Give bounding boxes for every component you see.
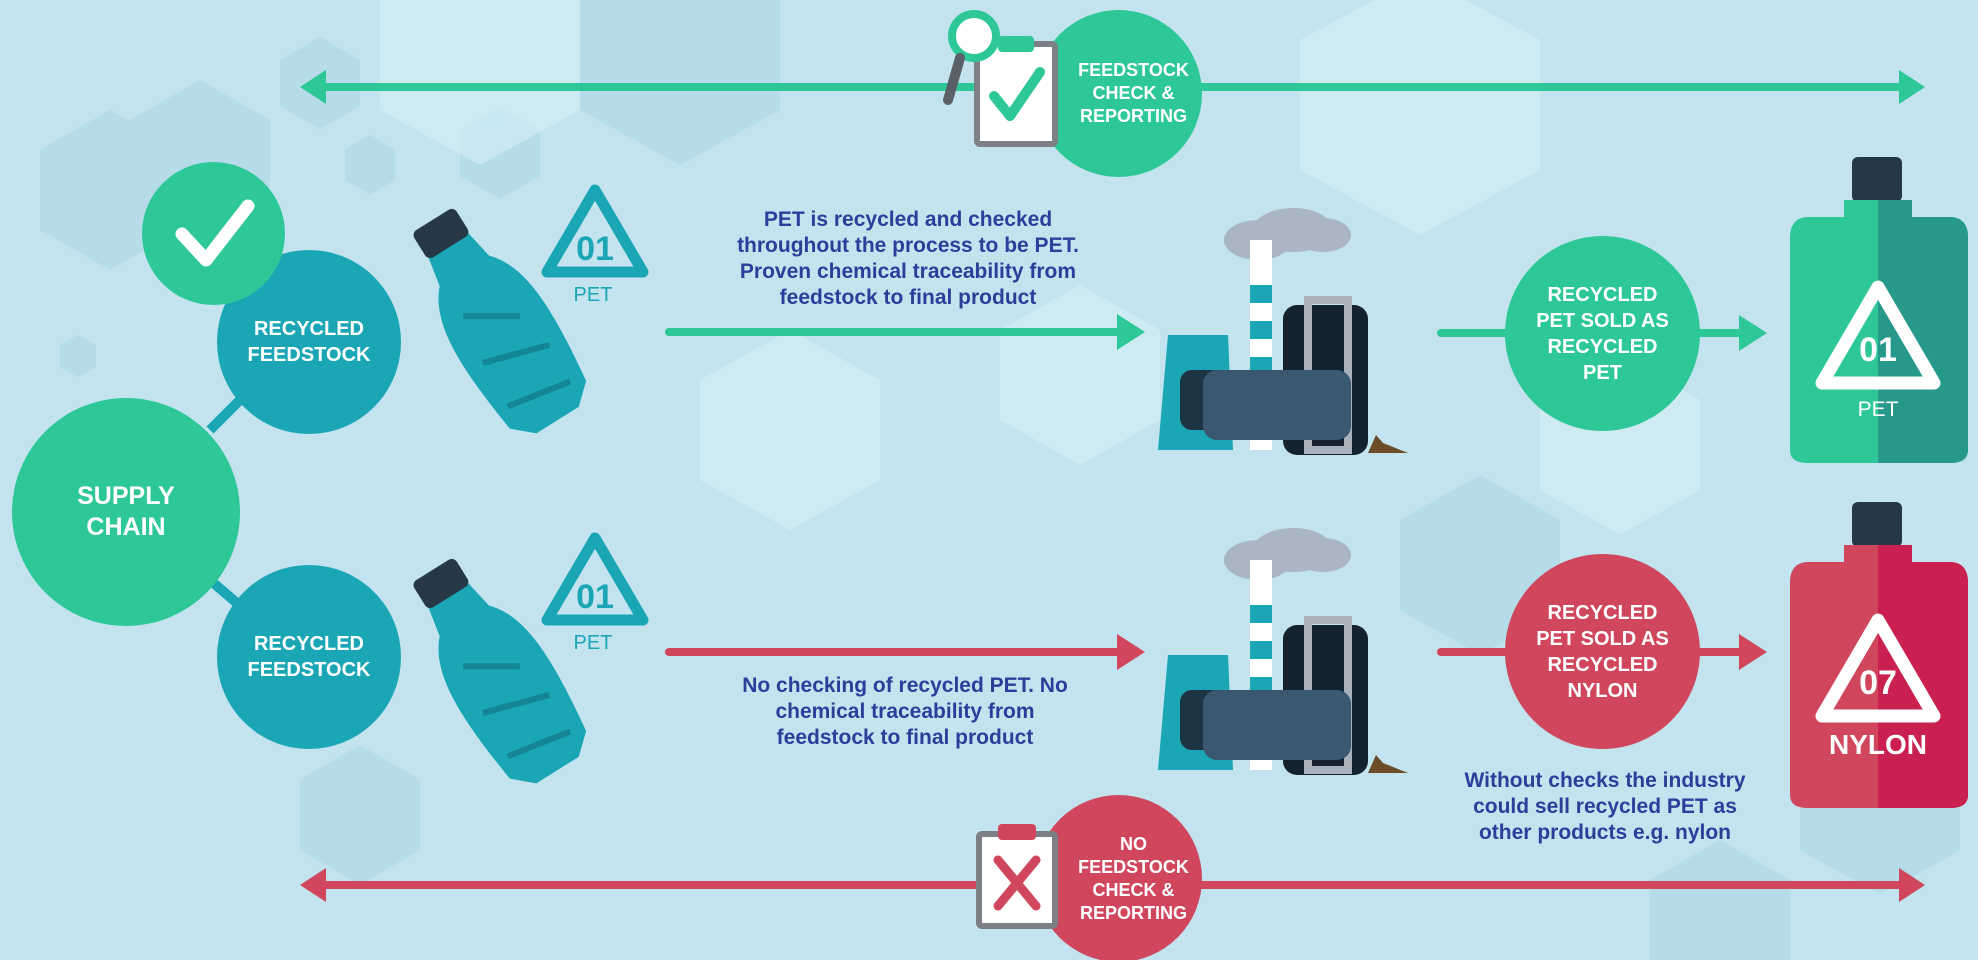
resin-code: 01: [576, 578, 614, 616]
checkmark-icon: [142, 162, 285, 305]
process-arrow-top: [665, 314, 1145, 350]
clipboard-cross-icon: [976, 824, 1058, 929]
factory-icon: [1158, 208, 1408, 455]
container-label: NYLON: [1829, 729, 1927, 760]
factory-icon: [1158, 528, 1408, 775]
description-bottom: No checking of recycled PET. No chemical…: [742, 674, 1068, 749]
supply-chain-label: SUPPLY CHAIN: [77, 482, 175, 541]
recycle-symbol-icon: 01 PET: [541, 532, 649, 652]
container-code: 01: [1859, 331, 1897, 369]
description-top: PET is recycled and checked throughout t…: [737, 208, 1079, 309]
plastic-bottle-icon: [413, 558, 587, 784]
result-label-bottom: RECYCLED PET SOLD AS RECYCLED NYLON: [1536, 601, 1669, 702]
industry-note: Without checks the industry could sell r…: [1464, 769, 1746, 844]
container-label: PET: [1858, 398, 1899, 421]
result-circle-top: RECYCLED PET SOLD AS RECYCLED PET: [1505, 236, 1700, 431]
recycle-symbol-icon: 01 PET: [541, 184, 649, 304]
clipboard-check-magnifier-icon: [943, 10, 1058, 147]
plastic-bottle-icon: [413, 208, 587, 434]
nylon-container-icon: 07 NYLON: [1790, 502, 1968, 808]
resin-label: PET: [574, 632, 613, 652]
process-arrow-bottom: [665, 634, 1145, 670]
bottom-banner-circle: NO FEEDSTOCK CHECK & REPORTING: [1035, 795, 1202, 960]
top-banner-circle: FEEDSTOCK CHECK & REPORTING: [1035, 10, 1202, 177]
pet-container-icon: 01 PET: [1790, 157, 1968, 463]
container-code: 07: [1859, 664, 1897, 702]
feedstock-circle-bottom: RECYCLED FEEDSTOCK: [217, 565, 401, 749]
result-circle-bottom: RECYCLED PET SOLD AS RECYCLED NYLON: [1505, 554, 1700, 749]
top-banner-label: FEEDSTOCK CHECK & REPORTING: [1078, 60, 1189, 126]
feedstock-label: RECYCLED FEEDSTOCK: [247, 318, 371, 366]
resin-label: PET: [574, 284, 613, 304]
supply-chain-circle: SUPPLY CHAIN: [12, 398, 240, 626]
result-label-top: RECYCLED PET SOLD AS RECYCLED PET: [1536, 283, 1669, 384]
bottom-banner-label: NO FEEDSTOCK CHECK & REPORTING: [1078, 833, 1189, 923]
resin-code: 01: [576, 230, 614, 268]
feedstock-label: RECYCLED FEEDSTOCK: [247, 633, 371, 681]
